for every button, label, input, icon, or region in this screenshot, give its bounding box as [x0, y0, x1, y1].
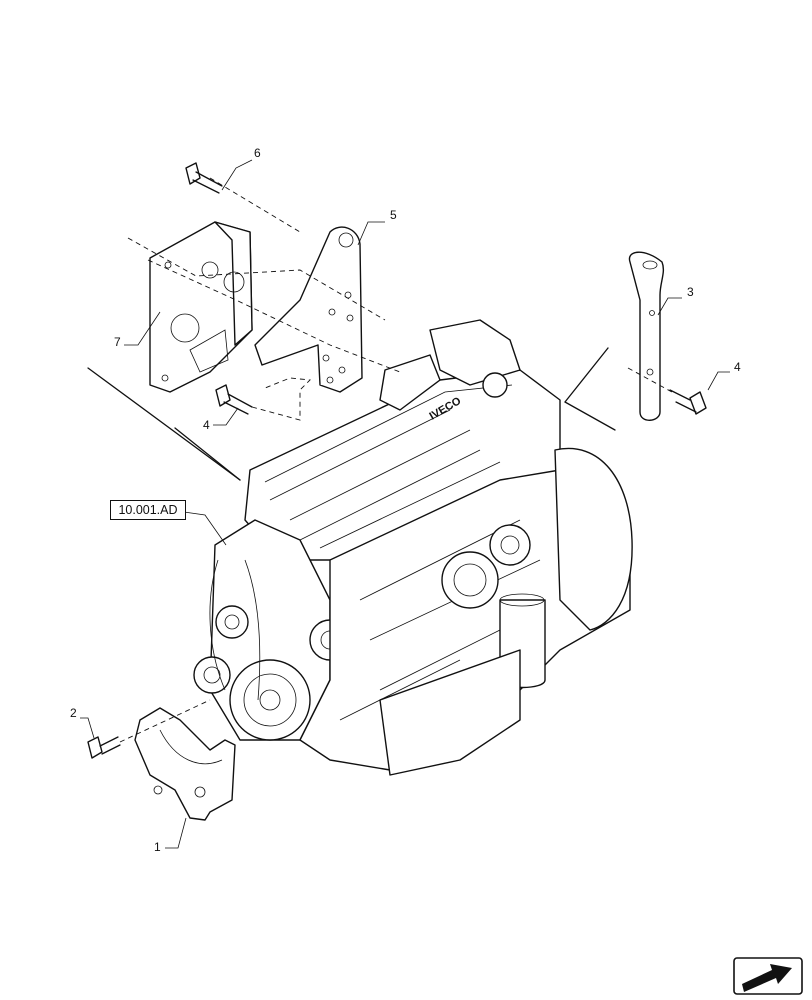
callout-7: 7 [114, 335, 121, 349]
callout-5: 5 [390, 208, 397, 222]
reference-link-10-001-ad[interactable]: 10.001.AD [110, 500, 186, 520]
callout-4-right: 4 [734, 360, 741, 374]
next-page-button[interactable] [734, 958, 802, 994]
part-5-plate [254, 226, 363, 393]
part-1-front-bracket [134, 707, 236, 821]
part-7-bracket [149, 221, 253, 393]
callout-1: 1 [154, 840, 161, 854]
next-page-arrow-icon [733, 957, 803, 995]
leader-lines [80, 159, 730, 849]
engine-assembly: IVECO [193, 319, 633, 776]
callout-4-left: 4 [203, 418, 210, 432]
bolt-2 [87, 736, 121, 759]
callout-3: 3 [687, 285, 694, 299]
assembly-lines [119, 177, 673, 743]
callout-2: 2 [70, 706, 77, 720]
bolt-4-right [669, 389, 707, 415]
bolt-4-left [215, 384, 253, 415]
bolt-6 [185, 162, 223, 194]
part-3-strap [628, 251, 665, 421]
callout-6: 6 [254, 146, 261, 160]
